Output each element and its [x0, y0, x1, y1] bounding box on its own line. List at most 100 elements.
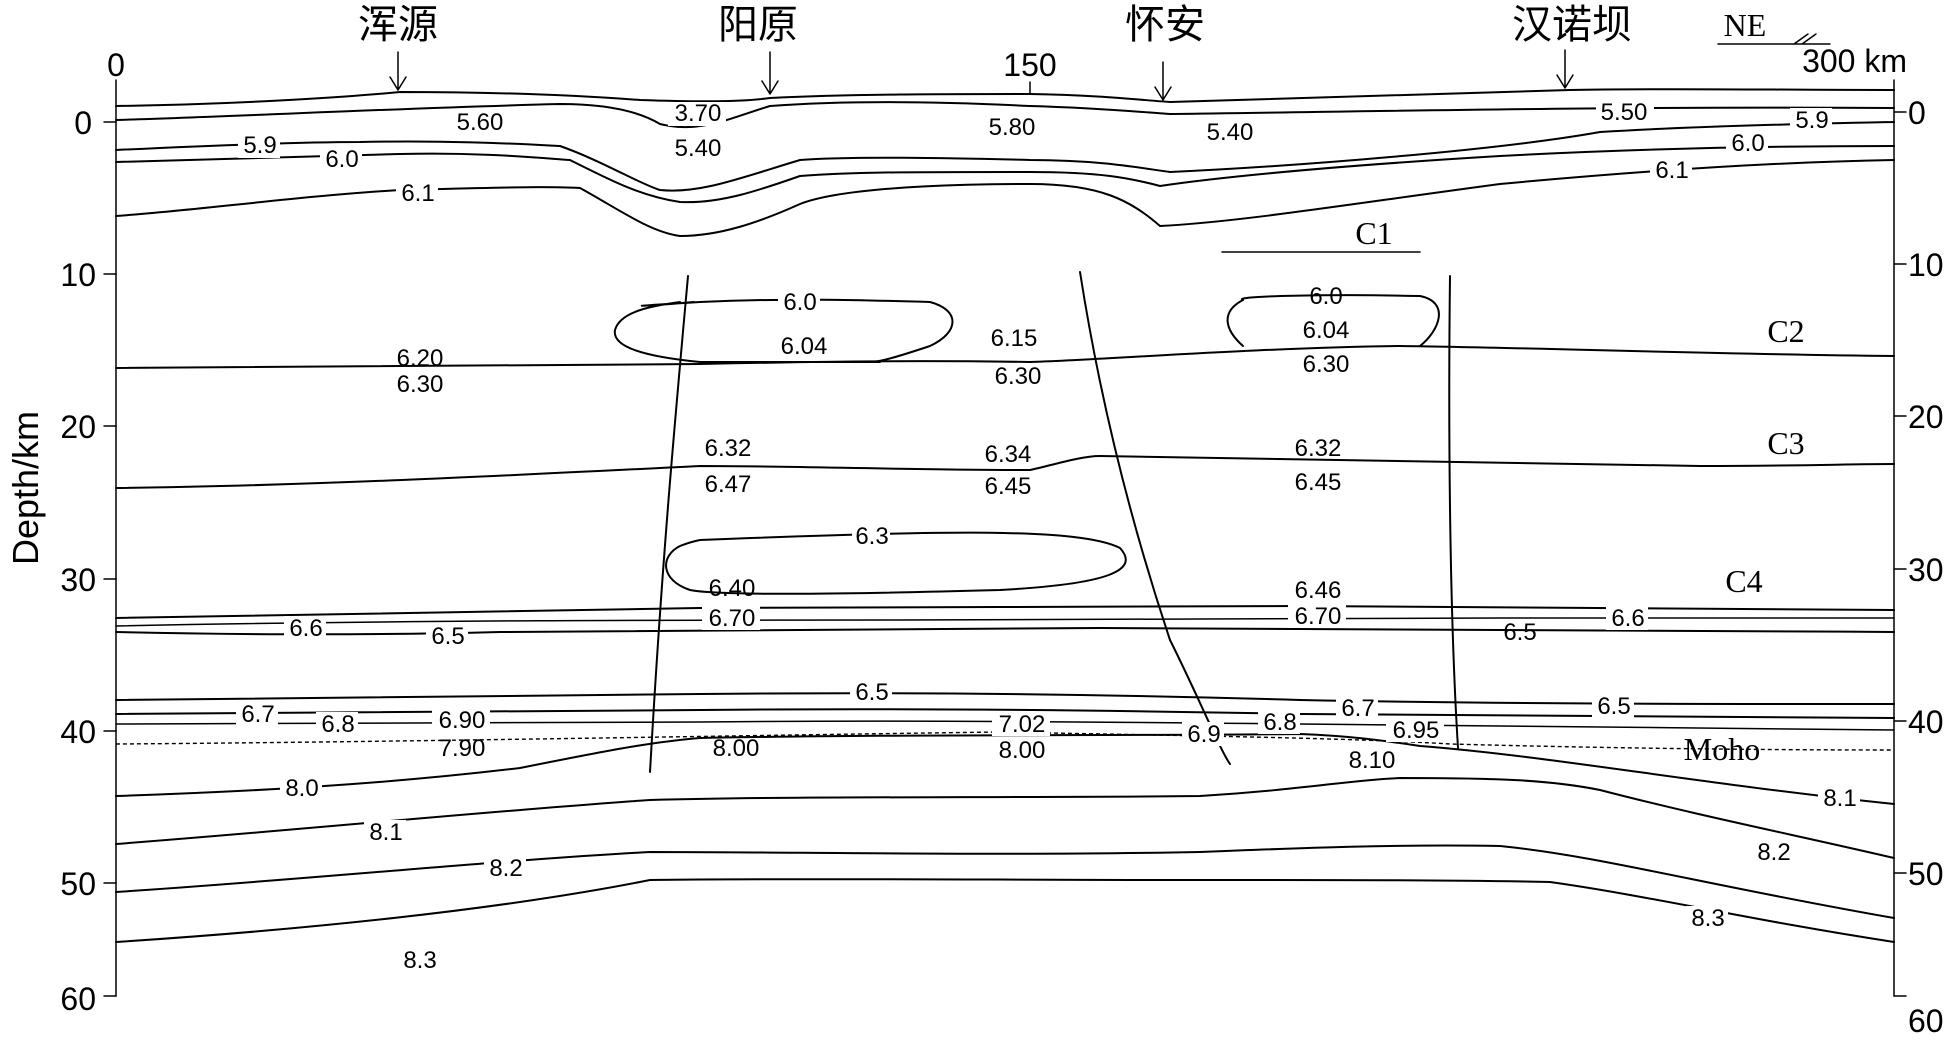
- layer-label-c2: C2: [1767, 313, 1804, 349]
- c4-boundary-upper: [115, 605, 1895, 619]
- layer-label-c4: C4: [1725, 563, 1762, 599]
- direction-indicator: NE: [1717, 7, 1831, 45]
- velocity-label: 8.3: [403, 947, 436, 974]
- velocity-label: 6.6: [1611, 605, 1644, 632]
- contour-8-2: [115, 844, 1895, 919]
- station-arrow-yangyuan: [761, 51, 779, 95]
- velocity-label: 7.02: [999, 711, 1046, 738]
- depth-tick-left-50: 50: [60, 866, 96, 902]
- velocity-label: 8.2: [489, 855, 522, 882]
- velocity-label: 8.10: [1349, 747, 1396, 774]
- depth-tick-right-60: 60: [1908, 1003, 1944, 1039]
- velocity-label: 6.0: [1731, 130, 1764, 157]
- velocity-label: 6.04: [781, 333, 828, 360]
- contour-8-1: [115, 777, 1895, 859]
- station-arrow-hannuoba: [1556, 49, 1574, 89]
- velocity-label: 6.8: [321, 711, 354, 738]
- lvz-body-1: [613, 298, 954, 363]
- velocity-label: 6.70: [709, 605, 756, 632]
- velocity-label: 6.95: [1393, 717, 1440, 744]
- station-arrow-huaian: [1154, 61, 1172, 101]
- layer-label-c1: C1: [1355, 215, 1392, 251]
- velocity-label: 6.34: [985, 441, 1032, 468]
- direction-line: [1717, 33, 1831, 45]
- velocity-label: 6.15: [991, 325, 1038, 352]
- distance-tick-150: 150: [1003, 47, 1056, 83]
- velocity-label: 8.3: [1691, 905, 1724, 932]
- depth-tick-right-40: 40: [1908, 704, 1944, 740]
- depth-tick-right-20: 20: [1908, 399, 1944, 435]
- velocity-label: 6.46: [1295, 577, 1342, 604]
- velocity-label: 6.32: [705, 435, 752, 462]
- velocity-label: 6.7: [1341, 695, 1374, 722]
- velocity-label: 8.00: [713, 735, 760, 762]
- depth-tick-right-50: 50: [1908, 856, 1944, 892]
- contour-6-5-upper: [115, 627, 1895, 636]
- velocity-label: 6.70: [1295, 603, 1342, 630]
- low-velocity-bodies: [613, 294, 1440, 595]
- distance-tick-300: 300 km: [1802, 43, 1907, 79]
- depth-tick-left-10: 10: [60, 257, 96, 293]
- contour-6-0: [115, 145, 1895, 204]
- velocity-label: 8.1: [369, 819, 402, 846]
- station-label-hannuoba: 汉诺坝: [1512, 2, 1632, 48]
- depth-tick-left-20: 20: [60, 409, 96, 445]
- velocity-label: 6.47: [705, 471, 752, 498]
- c2-boundary: [115, 345, 1895, 369]
- velocity-label: 5.40: [675, 135, 722, 162]
- fault-2: [1079, 271, 1231, 765]
- velocity-label: 3.70: [675, 100, 722, 127]
- velocity-label: 5.9: [243, 132, 276, 159]
- velocity-label: 5.80: [989, 114, 1036, 141]
- velocity-label: 6.7: [241, 701, 274, 728]
- velocity-label: 6.30: [1303, 351, 1350, 378]
- velocity-label: 6.5: [1597, 693, 1630, 720]
- depth-tick-left-60: 60: [60, 981, 96, 1017]
- velocity-label: 6.45: [985, 473, 1032, 500]
- contour-6-1: [115, 159, 1895, 237]
- velocity-label: 6.8: [1263, 709, 1296, 736]
- surface-line: [115, 88, 1895, 107]
- direction-label: NE: [1724, 7, 1767, 43]
- velocity-label: 5.60: [457, 109, 504, 136]
- velocity-label: 6.0: [325, 146, 358, 173]
- depth-tick-left-40: 40: [60, 714, 96, 750]
- fault-3: [1448, 275, 1459, 749]
- velocity-label: 6.30: [995, 363, 1042, 390]
- velocity-labels: 3.70 5.60 5.80 5.40 5.50 5.9 5.9 5.40 6.…: [236, 99, 1860, 974]
- velocity-label: 6.0: [1309, 283, 1342, 310]
- velocity-label: 6.04: [1303, 317, 1350, 344]
- velocity-label: 5.9: [1795, 107, 1828, 134]
- moho-label: Moho: [1684, 731, 1760, 767]
- velocity-label: 6.1: [1655, 157, 1688, 184]
- velocity-label: 6.6: [289, 615, 322, 642]
- depth-tick-right-10: 10: [1908, 247, 1944, 283]
- fault-1: [649, 275, 689, 773]
- velocity-label: 6.9: [1187, 721, 1220, 748]
- velocity-label: 8.0: [285, 775, 318, 802]
- depth-tick-right-30: 30: [1908, 552, 1944, 588]
- velocity-label: 8.2: [1757, 839, 1790, 866]
- depth-tick-left-0: 0: [74, 105, 92, 141]
- velocity-label: 7.90: [439, 735, 486, 762]
- distance-tick-0: 0: [107, 47, 125, 83]
- depth-axis-title: Depth/km: [5, 411, 46, 565]
- velocity-label: 8.00: [999, 737, 1046, 764]
- velocity-label: 6.5: [431, 623, 464, 650]
- velocity-label: 6.5: [855, 679, 888, 706]
- velocity-contours: [115, 88, 1895, 943]
- c3-boundary: [115, 455, 1895, 489]
- contour-8-3: [115, 878, 1895, 943]
- contour-5-9: [115, 121, 1895, 192]
- velocity-label: 6.40: [709, 575, 756, 602]
- velocity-label: 6.3: [855, 523, 888, 550]
- depth-axis-right: 0 10 20 30 40 50 60: [1893, 79, 1944, 1039]
- lvz-body-3: [665, 531, 1127, 595]
- velocity-label: 5.50: [1601, 99, 1648, 126]
- depth-tick-left-30: 30: [60, 562, 96, 598]
- velocity-label: 6.45: [1295, 469, 1342, 496]
- velocity-label: 6.5: [1503, 619, 1536, 646]
- station-label-hunyuan: 浑源: [358, 2, 438, 48]
- velocity-label: 6.20: [397, 345, 444, 372]
